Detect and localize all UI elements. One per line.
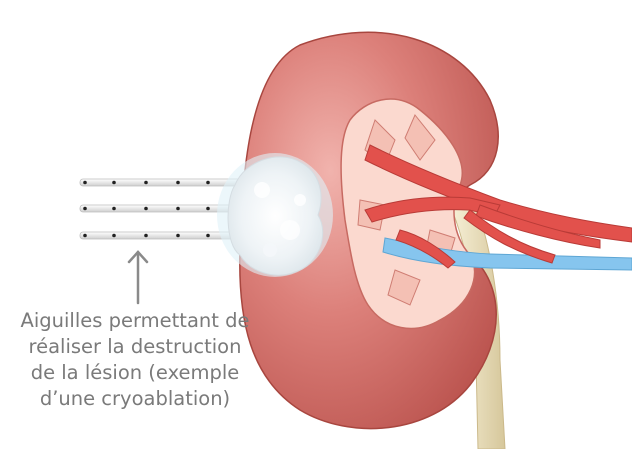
pointer-arrow [129, 252, 147, 303]
caption: Aiguilles permettant de réaliser la dest… [4, 308, 266, 412]
ice-ball [217, 153, 333, 277]
caption-line: Aiguilles permettant de [4, 308, 266, 334]
caption-line: d’une cryoablation) [4, 386, 266, 412]
caption-line: de la lésion (exemple [4, 360, 266, 386]
caption-line: réaliser la destruction [4, 334, 266, 360]
